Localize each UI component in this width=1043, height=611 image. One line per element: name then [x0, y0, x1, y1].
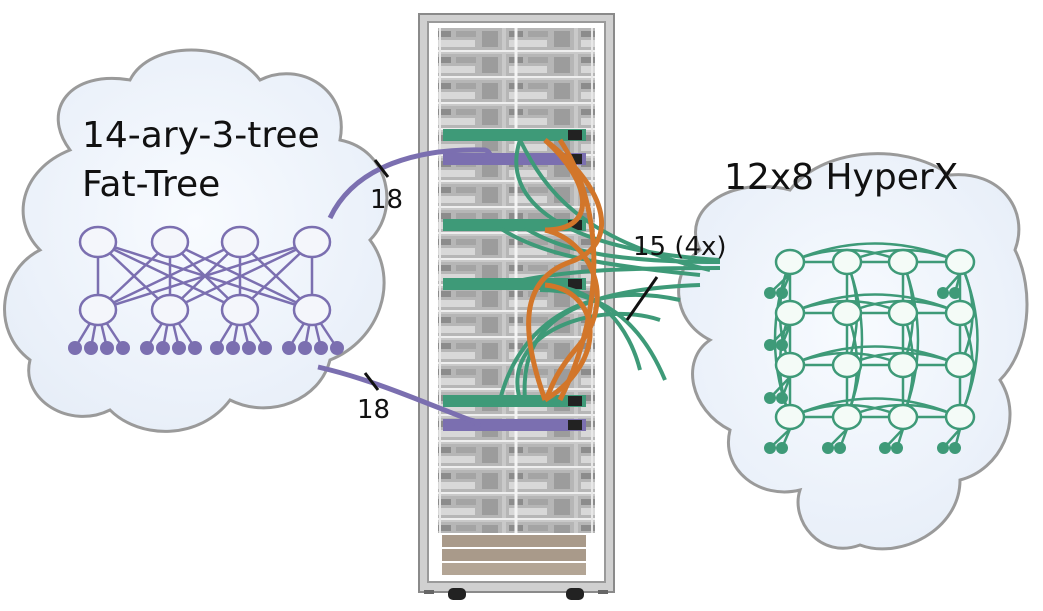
hyperx-topology	[764, 242, 979, 454]
switch-hyperx-1	[443, 129, 586, 141]
fat-tree-link-count-top: 18	[370, 185, 403, 215]
fat-tree-title-line2: Fat-Tree	[82, 164, 220, 205]
fat-tree-topology	[68, 225, 344, 355]
fat-tree-cloud	[3, 48, 389, 433]
switch-fattree-2	[443, 419, 586, 431]
fat-tree-links	[317, 147, 493, 431]
rack-cross-links	[526, 138, 605, 403]
server-rack	[418, 13, 615, 600]
fat-tree-link-count-bottom: 18	[357, 395, 390, 425]
fat-tree-title-line1: 14-ary-3-tree	[82, 115, 320, 156]
hyperx-link-count: 15 (4x)	[633, 232, 727, 262]
hyperx-title: 12x8 HyperX	[724, 157, 958, 198]
switch-hyperx-4	[443, 395, 586, 407]
